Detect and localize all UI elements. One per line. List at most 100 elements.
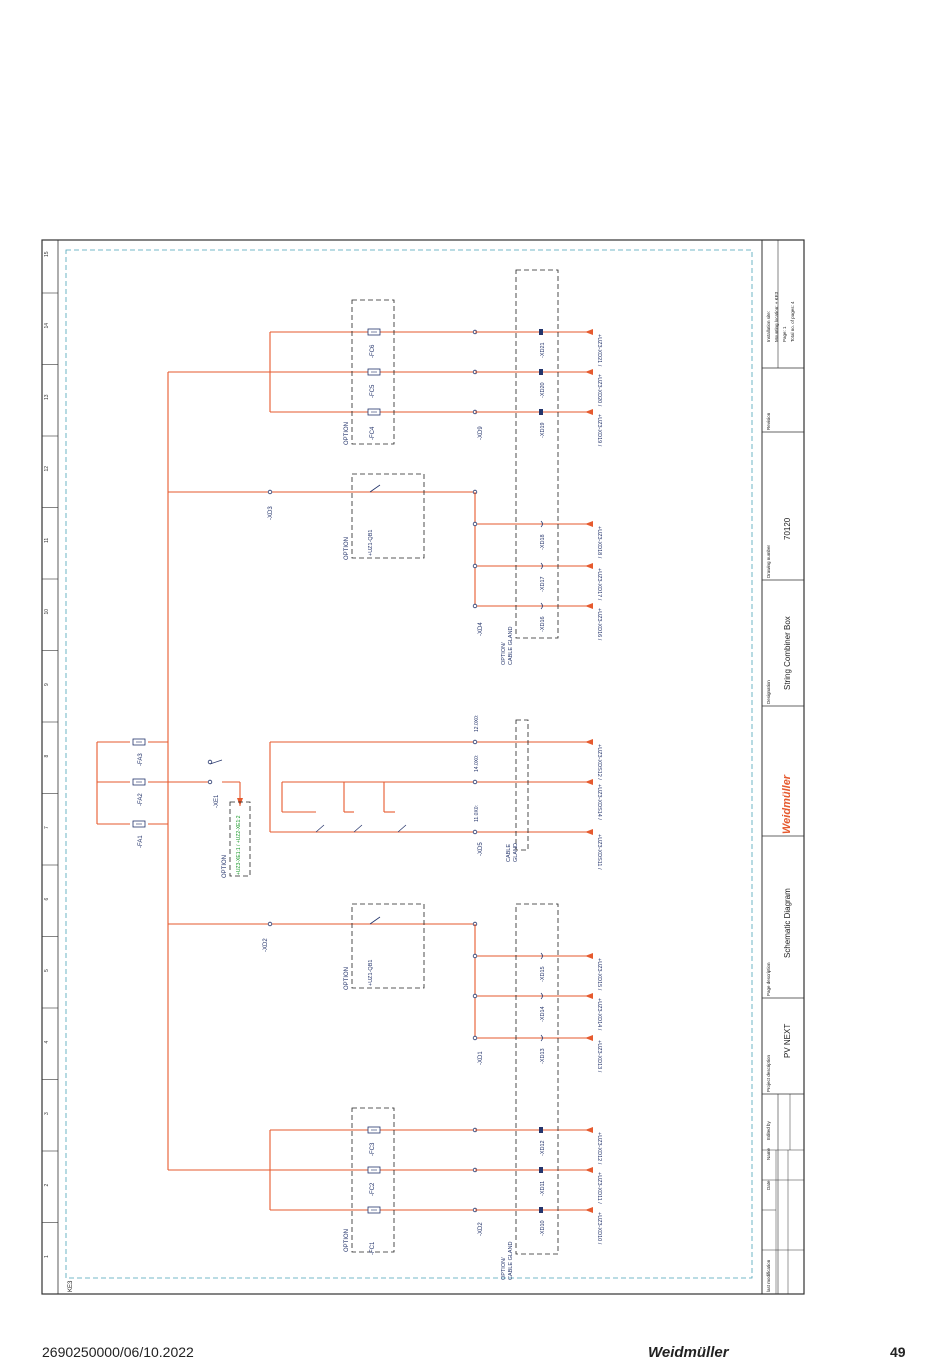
- arrow: [585, 739, 593, 745]
- connector: [540, 602, 543, 610]
- terminal: [472, 521, 478, 527]
- terminal: [472, 563, 478, 569]
- target-label: +UZ3-XD16 /: [596, 608, 602, 641]
- tb-installation: Installation site:: [766, 311, 771, 342]
- tb-date: Date: [766, 1180, 771, 1190]
- terminal-label: -XD19: [540, 422, 546, 438]
- arrow: [585, 1167, 593, 1173]
- arrow: [585, 953, 593, 959]
- terminal-block: [539, 1207, 543, 1213]
- fa2-label: -FA2: [138, 793, 144, 806]
- wire: [369, 916, 381, 925]
- grid-number: 14: [44, 323, 50, 329]
- xd5-label: -XD5: [478, 842, 484, 856]
- tb-drawing-number: 70120: [783, 517, 792, 540]
- grid-number: 6: [44, 898, 50, 901]
- tb-total-pages: Total no. of pages: 4: [790, 301, 795, 342]
- xd3-label: -XD3: [268, 506, 274, 520]
- arrow: [585, 829, 593, 835]
- xe-option-label: +UZ3-XE1:1 / +UZ2-XE1:2: [236, 815, 242, 875]
- terminal-box-lower: [515, 903, 559, 1255]
- wire: [209, 759, 223, 765]
- terminal-block: [539, 409, 543, 415]
- grid-number: 12: [44, 466, 50, 472]
- option-box-fc-lower: [351, 1107, 395, 1253]
- target-label: +UZ3-XD11 /: [596, 1172, 602, 1204]
- circuit-diagram: [96, 269, 593, 1255]
- terminal: [472, 1035, 478, 1041]
- terminal: [207, 779, 213, 785]
- option-label: OPTION: [344, 537, 350, 560]
- grid-number: 15: [44, 251, 50, 257]
- target-label: +UZ3-XD12 /: [596, 1132, 602, 1165]
- grid-number: 4: [44, 1041, 50, 1044]
- target-label: +UZ3-XDS14 /: [596, 784, 602, 820]
- tb-revision-label: Revision: [766, 412, 771, 430]
- option-box-xe: [229, 801, 251, 877]
- terminal: [267, 921, 273, 927]
- option-label: OPTION: [222, 855, 228, 878]
- arrow: [585, 603, 593, 609]
- option-cable-gland-label: OPTION/CABLE GLAND: [501, 1241, 514, 1280]
- page-number: 49: [890, 1344, 906, 1360]
- cable-gland-label: CABLEGLAND: [506, 843, 519, 862]
- option-label: OPTION: [344, 422, 350, 445]
- tb-project: PV NEXT: [783, 1024, 792, 1058]
- footer-brand-logo: Weidmüller: [648, 1344, 729, 1361]
- tb-last-mod: last modification: [766, 1259, 771, 1292]
- option-label: OPTION: [344, 967, 350, 990]
- terminal: [472, 779, 478, 785]
- terminal-label: -XD20: [540, 382, 546, 398]
- target-label: +UZ3-XD10 /: [596, 1212, 602, 1245]
- tb-project-label: Project description: [766, 1054, 771, 1092]
- fc1-label: -FC1: [370, 1241, 376, 1255]
- option-label: OPTION: [344, 1229, 350, 1252]
- arrow: [585, 369, 593, 375]
- target-label: +UZ3-XD19 /: [596, 414, 602, 447]
- tb-mounting: Mounting location: + KE3: [774, 291, 779, 342]
- option-box-qb-upper: [351, 473, 425, 559]
- target-label: +UZ3-XD14 /: [596, 998, 602, 1031]
- target-label: +UZ3-XD18 /: [596, 526, 602, 559]
- wire: [397, 824, 407, 833]
- fa3-label: -FA3: [138, 753, 144, 766]
- target-label: +UZ3-XD13 /: [596, 1040, 602, 1073]
- terminal-block: [539, 369, 543, 375]
- grid-number: 5: [44, 969, 50, 972]
- tb-page-desc: Schematic Diagram: [783, 888, 792, 958]
- fa1-label: -FA1: [138, 835, 144, 848]
- terminal-block: [539, 1167, 543, 1173]
- terminal-label: -XD11: [540, 1181, 546, 1196]
- cable-gland-box: [515, 719, 529, 851]
- inner-border: [65, 249, 753, 1279]
- connector: [540, 562, 543, 570]
- arrow: [585, 779, 593, 785]
- diagram-labels: OPTION OPTION OPTION OPTION OPTION OPTION/CAB…: [68, 291, 795, 1292]
- xd2-label: -XD2: [263, 938, 269, 952]
- arrow: [585, 521, 593, 527]
- xd4-label: -XD4: [478, 622, 484, 636]
- xd2-label: -XD2: [478, 1222, 484, 1236]
- terminal: [472, 603, 478, 609]
- frame-label: KE3: [68, 1280, 74, 1292]
- wire: [369, 484, 381, 493]
- terminal-label: -XD18: [540, 534, 546, 550]
- terminal-block: [539, 1127, 543, 1133]
- target-label: +UZ3-XDS12 /: [596, 744, 602, 780]
- option-cable-gland-label: OPTION/CABLE GLAND: [501, 626, 514, 665]
- terminal-label: -XD14: [540, 1006, 546, 1022]
- tb-page: Page: 1: [782, 326, 787, 342]
- grid-number: 7: [44, 826, 50, 829]
- arrow: [585, 409, 593, 415]
- grid-number: 1: [44, 1255, 50, 1258]
- xd9-label: -XD9: [478, 426, 484, 440]
- arrow: [585, 1207, 593, 1213]
- tb-brand-logo: Weidmüller: [781, 774, 793, 834]
- terminal-label: 12.0X0:: [474, 715, 480, 732]
- arrow: [585, 563, 593, 569]
- arrow: [585, 993, 593, 999]
- title-block: [761, 240, 804, 1294]
- target-label: +UZ3-XD21 /: [596, 334, 602, 367]
- arrow: [585, 1127, 593, 1133]
